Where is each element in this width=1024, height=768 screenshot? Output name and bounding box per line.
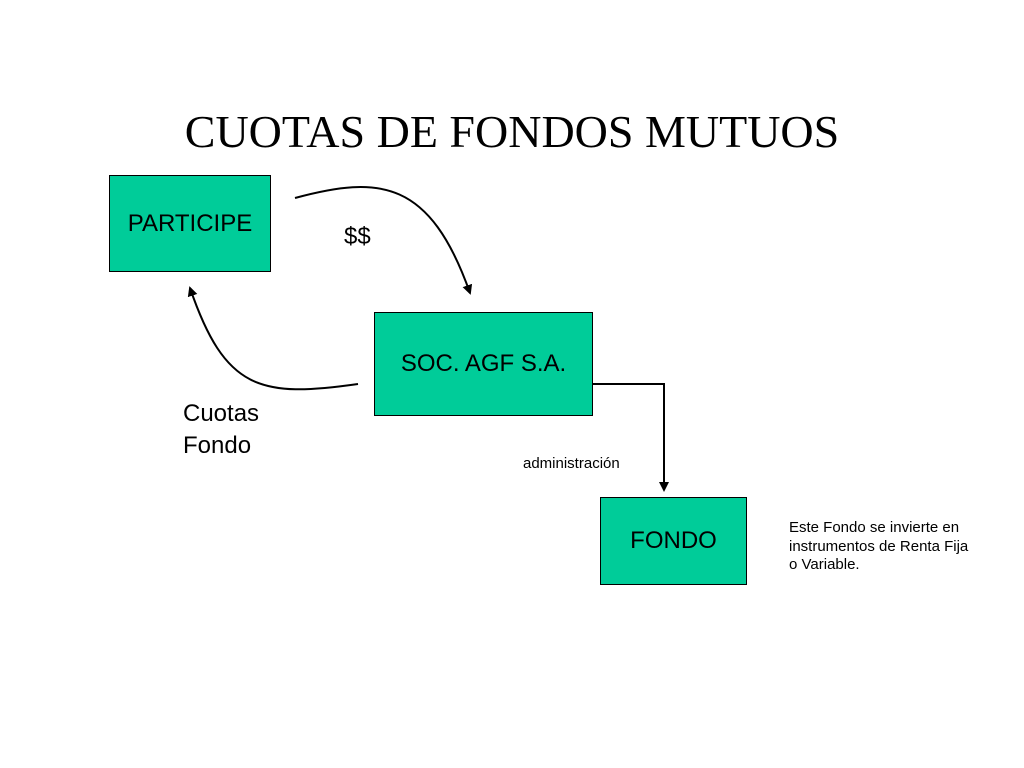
arrow-soc-to-fondo [593, 383, 669, 492]
soc-agf-label: SOC. AGF S.A. [400, 350, 567, 377]
participe-box: PARTICIPE [109, 175, 271, 272]
money-label: $$ [344, 223, 371, 250]
arrow-soc-to-participe [187, 286, 359, 391]
arrow-participe-to-soc [294, 186, 473, 295]
soc-agf-box: SOC. AGF S.A. [374, 312, 593, 416]
administracion-label: administración [523, 455, 620, 472]
fondo-note: Este Fondo se invierte en instrumentos d… [789, 519, 969, 573]
fondo-box: FONDO [600, 497, 747, 585]
fondo-label: FONDO [630, 527, 717, 554]
slide-title: CUOTAS DE FONDOS MUTUOS [184, 106, 840, 157]
participe-label: PARTICIPE [127, 209, 253, 237]
cuotas-fondo-label: Cuotas Fondo [183, 400, 260, 459]
